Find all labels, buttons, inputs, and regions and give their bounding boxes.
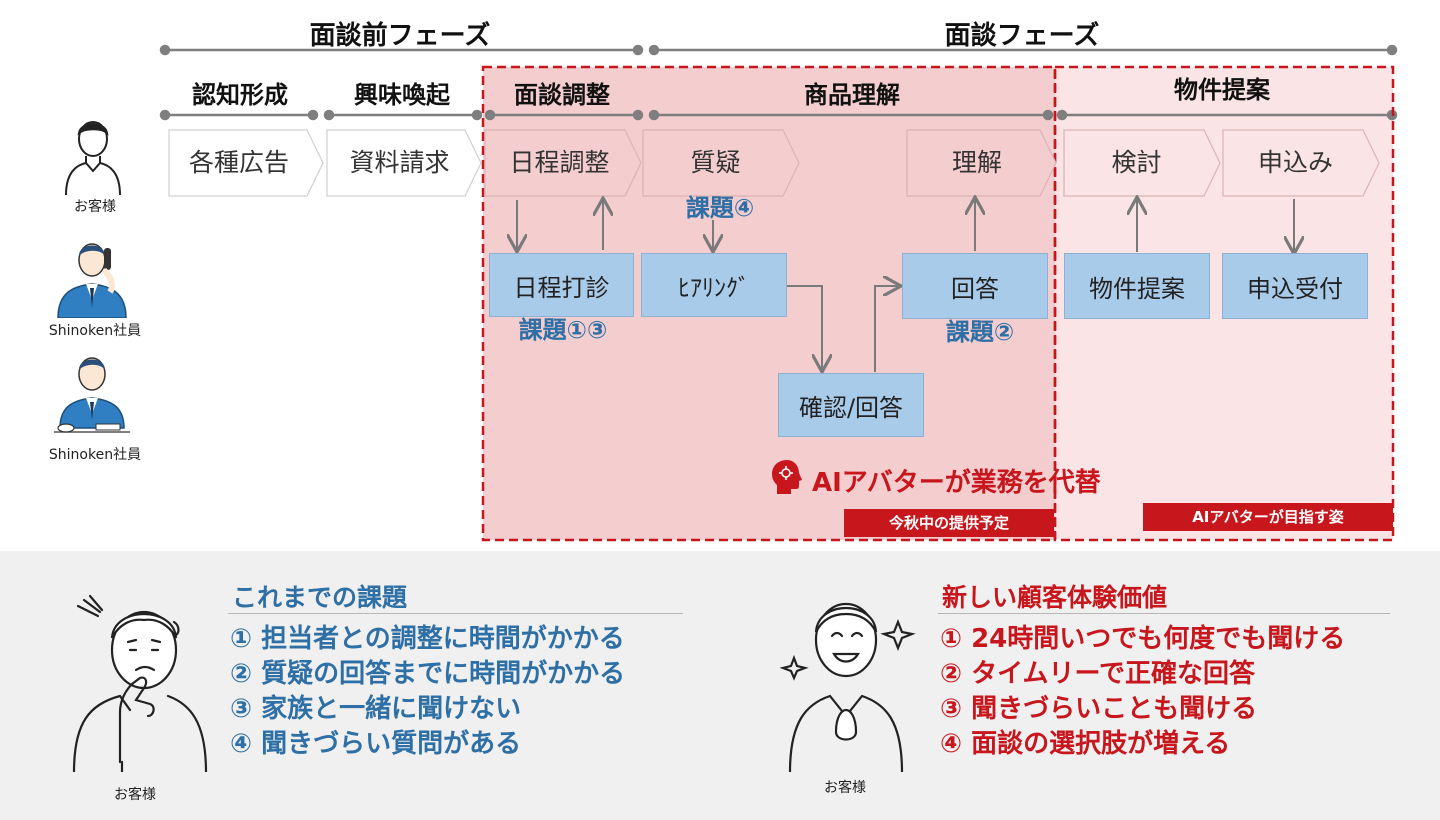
phase-main-title: 面談フェーズ [944, 21, 1100, 51]
customer-person-icon [65, 121, 121, 195]
step-awareness: 認知形成 [192, 81, 288, 109]
ai-head-icon [772, 460, 802, 494]
past-person-label: お客様 [114, 787, 156, 803]
step-product: 商品理解 [804, 81, 900, 109]
new-divider [938, 613, 1390, 614]
flow-apply: 申込み [1257, 148, 1333, 177]
box-accept: 申込受付 [1222, 253, 1368, 319]
box-confirm: 確認/回答 [778, 373, 924, 437]
diagram-lines [159, 44, 1398, 542]
bottom-panel [0, 551, 1440, 820]
step-proposal: 物件提案 [1174, 76, 1270, 104]
flow-understand: 理解 [951, 148, 1002, 177]
staff2-label: Shinoken社員 [48, 447, 142, 463]
past-item: ③ 家族と一緒に聞けない [230, 694, 522, 724]
step-interest: 興味喚起 [354, 81, 450, 109]
flow-consider: 検討 [1111, 148, 1162, 177]
box-hearing: ﾋｱﾘﾝｸﾞ [641, 253, 787, 317]
past-title: これまでの課題 [232, 583, 408, 612]
new-item: ③ 聞きづらいことも聞ける [940, 694, 1258, 724]
new-item: ④ 面談の選択肢が増える [940, 729, 1231, 759]
past-item: ④ 聞きづらい質問がある [230, 729, 522, 759]
step-adjust: 面談調整 [514, 81, 610, 109]
box-answer: 回答 [902, 253, 1048, 319]
issue-probe: 課題①③ [518, 316, 608, 344]
new-item: ② タイムリーで正確な回答 [940, 659, 1255, 689]
new-list: ① 24時間いつでも何度でも聞ける ② タイムリーで正確な回答 ③ 聞きづらいこ… [940, 622, 1345, 762]
flow-schedule: 日程調整 [509, 148, 610, 177]
new-item: ① 24時間いつでも何度でも聞ける [940, 624, 1346, 654]
ai-replace-text: AIアバターが業務を代替 [812, 468, 1101, 498]
customer-label: お客様 [74, 199, 116, 215]
flow-request: 資料請求 [349, 148, 450, 177]
issue-question: 課題④ [685, 194, 755, 222]
past-item: ② 質疑の回答までに時間がかかる [230, 659, 626, 689]
new-title: 新しい顧客体験価値 [942, 583, 1168, 612]
past-list: ① 担当者との調整に時間がかかる ② 質疑の回答までに時間がかかる ③ 家族と一… [230, 622, 625, 762]
past-item: ① 担当者との調整に時間がかかる [230, 624, 625, 654]
tag-goal: AIアバターが目指す姿 [1143, 503, 1393, 531]
worried-customer-icon [72, 594, 208, 772]
new-person-label: お客様 [824, 780, 866, 796]
issue-answer: 課題② [945, 318, 1015, 346]
box-probe: 日程打診 [489, 253, 634, 317]
phase-pre-title: 面談前フェーズ [309, 21, 491, 51]
past-divider [228, 613, 683, 614]
flow-question: 質疑 [690, 148, 741, 177]
tag-schedule: 今秋中の提供予定 [844, 509, 1054, 537]
flow-ads: 各種広告 [188, 148, 289, 177]
staff-desk-icon [54, 357, 130, 433]
staff-phone-icon [57, 243, 127, 318]
staff1-label: Shinoken社員 [48, 323, 142, 339]
happy-customer-icon [780, 602, 916, 772]
box-property: 物件提案 [1064, 253, 1210, 319]
